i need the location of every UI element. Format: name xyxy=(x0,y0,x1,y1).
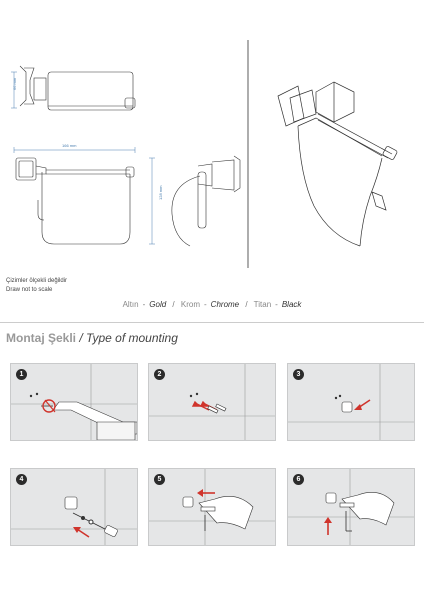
finish-list: Altın-Gold / Krom-Chrome / Titan-Black xyxy=(122,300,302,309)
step-number: 2 xyxy=(154,369,165,380)
finish-en: Gold xyxy=(149,300,167,309)
dimension-height-side: 128 mm xyxy=(158,185,163,200)
product-perspective-drawing xyxy=(277,81,398,247)
top-view-drawing xyxy=(11,65,136,111)
step-number: 6 xyxy=(293,474,304,485)
mounting-title-en: Type of mounting xyxy=(86,331,178,345)
mounting-step-3: 3 xyxy=(287,363,415,441)
finish-separator: / xyxy=(245,300,248,309)
mounting-step-4: 4 xyxy=(10,468,138,546)
mounting-step-1: 1 xyxy=(10,363,138,441)
mounting-title-sep: / xyxy=(79,331,83,345)
technical-drawing: 66 mm 166 mm xyxy=(0,0,424,270)
finish-en: Black xyxy=(281,300,302,309)
scale-note-tr: Çizimler ölçekli değildir xyxy=(6,278,68,284)
dimension-width: 166 mm xyxy=(62,143,77,148)
finish-separator: / xyxy=(172,300,175,309)
mounting-title-tr: Montaj Şekli xyxy=(6,331,77,345)
front-view-drawing xyxy=(13,147,136,245)
section-divider xyxy=(0,322,424,323)
side-view-drawing xyxy=(149,155,241,247)
finish-tr: Krom xyxy=(180,300,200,309)
mounting-title: Montaj Şekli / Type of mounting xyxy=(6,331,178,345)
mounting-step-2: 2 xyxy=(148,363,276,441)
dimension-height-top: 66 mm xyxy=(12,77,17,90)
finish-en: Chrome xyxy=(210,300,240,309)
step-number: 3 xyxy=(293,369,304,380)
mounting-step-6: 6 xyxy=(287,468,415,546)
scale-note-en: Draw not to scale xyxy=(6,287,53,293)
step-number: 1 xyxy=(16,369,27,380)
mounting-step-5: 5 xyxy=(148,468,276,546)
step-number: 5 xyxy=(154,474,165,485)
finish-tr: Altın xyxy=(122,300,139,309)
finish-tr: Titan xyxy=(253,300,272,309)
step-number: 4 xyxy=(16,474,27,485)
